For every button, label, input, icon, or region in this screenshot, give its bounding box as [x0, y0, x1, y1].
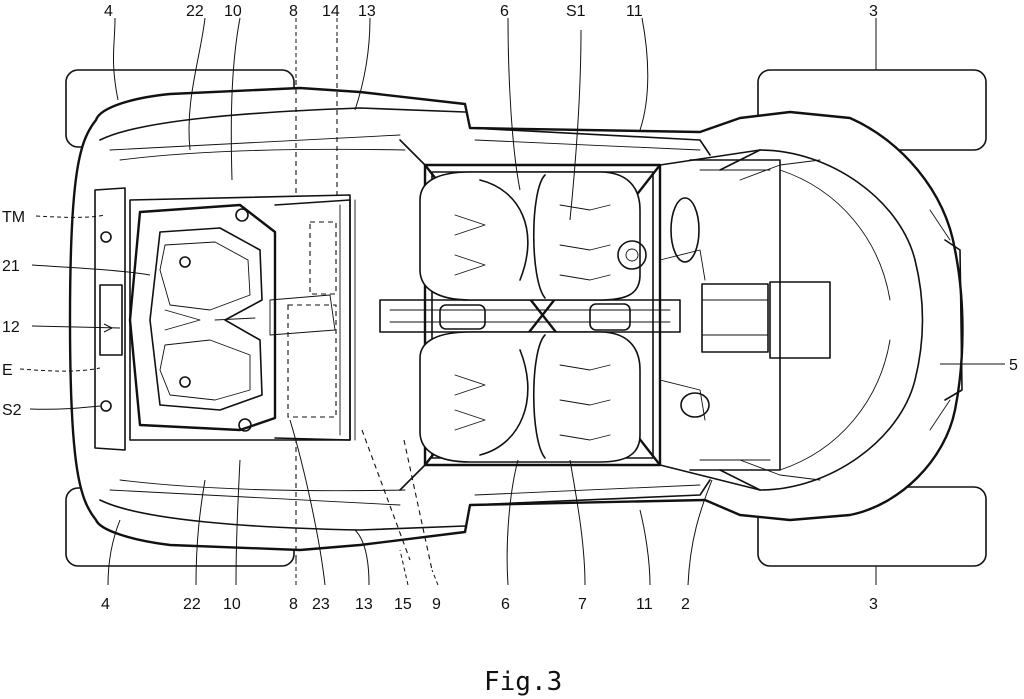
label-E: E [2, 362, 13, 379]
label-4-bottom: 4 [101, 596, 110, 613]
label-6-top: 6 [500, 3, 509, 20]
label-3-top: 3 [869, 3, 878, 20]
label-4-top: 4 [104, 3, 113, 20]
label-3-bottom: 3 [869, 596, 878, 613]
label-S1-top: S1 [566, 3, 586, 20]
label-14-top: 14 [322, 3, 340, 20]
seat-lower [420, 332, 640, 462]
label-15-bottom: 15 [394, 596, 412, 613]
label-TM: TM [2, 209, 25, 226]
labels-top: 4 22 10 8 14 13 6 S1 11 3 [104, 3, 878, 20]
labels-left: TM 21 12 E S2 [2, 209, 25, 419]
label-8-top: 8 [289, 3, 298, 20]
label-13-top: 13 [358, 3, 376, 20]
label-S2: S2 [2, 402, 22, 419]
label-22-bottom: 22 [183, 596, 201, 613]
label-5: 5 [1009, 357, 1018, 374]
label-13-bottom: 13 [355, 596, 373, 613]
label-12: 12 [2, 319, 20, 336]
labels-bottom: 4 22 10 8 23 13 15 9 6 7 11 2 3 [101, 596, 878, 613]
label-10-bottom: 10 [223, 596, 241, 613]
label-22-top: 22 [186, 3, 204, 20]
label-11-top: 11 [626, 3, 643, 20]
labels-right: 5 [1009, 357, 1018, 374]
label-11-bottom: 11 [636, 596, 653, 613]
seat-upper [420, 172, 640, 300]
label-2-bottom: 2 [681, 596, 690, 613]
label-21: 21 [2, 258, 20, 275]
label-8-bottom: 8 [289, 596, 298, 613]
figure-caption: Fig.3 [484, 667, 562, 697]
label-10-top: 10 [224, 3, 242, 20]
label-23-bottom: 23 [312, 596, 330, 613]
label-6-bottom: 6 [501, 596, 510, 613]
label-9-bottom: 9 [432, 596, 441, 613]
label-7-bottom: 7 [578, 596, 587, 613]
